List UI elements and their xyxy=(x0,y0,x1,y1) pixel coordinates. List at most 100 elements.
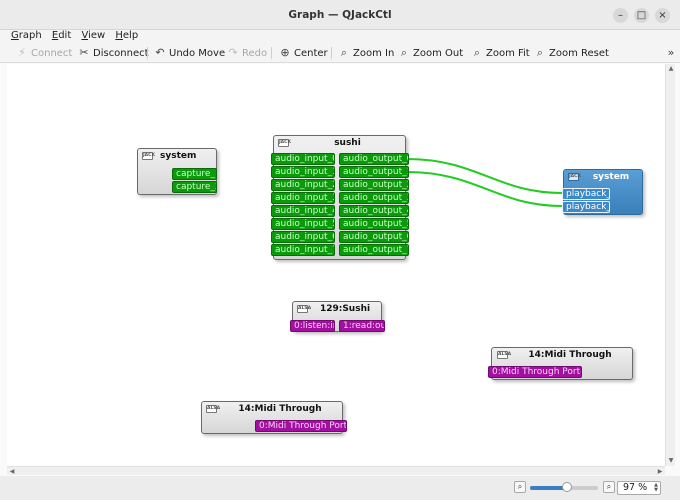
toolbar-overflow-button[interactable]: » xyxy=(665,46,680,60)
port-midi-through-port-0[interactable]: 0:Midi Through Port-0 xyxy=(488,366,582,378)
redo-label: Redo xyxy=(242,47,268,59)
alsa-badge-icon: ALSA xyxy=(297,305,312,313)
node-header: ALSA 14:Midi Through xyxy=(492,348,632,363)
node-header: ALSA 129:Sushi xyxy=(293,302,381,317)
zoom-slider-handle[interactable] xyxy=(562,482,573,492)
port-audio-input[interactable]: audio_input_0 xyxy=(271,153,335,165)
toolbar-separator xyxy=(271,47,272,59)
zoom-reset-label: Zoom Reset xyxy=(549,47,609,59)
port-audio-output[interactable]: audio_output_1 xyxy=(339,166,409,178)
port-audio-input[interactable]: audio_input_2 xyxy=(271,179,335,191)
graph-canvas[interactable]: JACK system capture_1 capture_2 JACK sus… xyxy=(7,64,665,466)
node-system-playback[interactable]: JACK system playback_1 playback_2 xyxy=(562,169,643,215)
zoom-in-button[interactable]: ⌕ Zoom In xyxy=(338,46,394,60)
redo-button[interactable]: ↷ Redo xyxy=(227,46,267,60)
node-sushi[interactable]: JACK sushi audio_input_0 audio_input_1 a… xyxy=(271,135,409,260)
alsa-badge-icon: ALSA xyxy=(206,405,221,413)
zoom-value: 97 % xyxy=(623,482,648,493)
node-system-capture[interactable]: JACK system capture_1 capture_2 xyxy=(137,148,217,195)
jack-badge-icon: JACK xyxy=(568,173,581,181)
window-title: Graph — QJackCtl xyxy=(288,9,392,21)
minimize-icon[interactable]: – xyxy=(613,8,628,23)
port-audio-output[interactable]: audio_output_6 xyxy=(339,231,409,243)
zoom-reset-button[interactable]: ⌕ Zoom Reset xyxy=(534,46,609,60)
undo-move-button[interactable]: ↶ Undo Move xyxy=(154,46,225,60)
zoom-fit-label: Zoom Fit xyxy=(486,47,530,59)
zoom-out-small-icon[interactable]: ⌕ xyxy=(514,481,526,493)
node-title: system xyxy=(160,151,197,161)
port-audio-output[interactable]: audio_output_4 xyxy=(339,205,409,217)
overflow-chevron-icon: » xyxy=(667,46,675,59)
port-capture-2[interactable]: capture_2 xyxy=(172,181,217,193)
port-audio-output[interactable]: audio_output_3 xyxy=(339,192,409,204)
disconnect-icon: ✂ xyxy=(79,46,89,59)
port-audio-output[interactable]: audio_output_5 xyxy=(339,218,409,230)
port-playback-2[interactable]: playback_2 xyxy=(562,201,610,213)
center-icon: ⊕ xyxy=(280,46,290,59)
port-audio-output[interactable]: audio_output_2 xyxy=(339,179,409,191)
toolbar-separator xyxy=(331,47,332,59)
close-icon[interactable]: × xyxy=(655,8,670,23)
port-midi-listen-in[interactable]: 0:listen:in xyxy=(290,320,335,332)
port-audio-input[interactable]: audio_input_1 xyxy=(271,166,335,178)
port-playback-1[interactable]: playback_1 xyxy=(562,188,610,200)
scroll-down-icon[interactable]: ▼ xyxy=(668,457,674,464)
vertical-scrollbar[interactable]: ▲ ▼ xyxy=(665,64,675,466)
jack-badge-icon: JACK xyxy=(278,139,291,147)
menu-graph[interactable]: Graph xyxy=(11,30,42,41)
title-bar[interactable]: Graph — QJackCtl – □ × xyxy=(0,0,680,30)
menu-view[interactable]: View xyxy=(81,30,106,41)
node-header: ALSA 14:Midi Through xyxy=(202,402,342,417)
port-audio-input[interactable]: audio_input_4 xyxy=(271,205,335,217)
connection-layer xyxy=(406,158,563,207)
spin-arrows-icon[interactable]: ▲▼ xyxy=(654,482,658,493)
zoom-slider[interactable] xyxy=(530,482,598,492)
toolbar: ⚡ Connect ✂ Disconnect ↶ Undo Move ↷ Red… xyxy=(0,43,680,63)
node-midi-through-left[interactable]: ALSA 14:Midi Through 0:Midi Through Port… xyxy=(201,401,347,434)
port-audio-input[interactable]: audio_input_3 xyxy=(271,192,335,204)
maximize-icon[interactable]: □ xyxy=(634,8,649,23)
center-button[interactable]: ⊕ Center xyxy=(279,46,328,60)
horizontal-scrollbar[interactable]: ◀ ▶ xyxy=(7,466,665,475)
undo-icon: ↶ xyxy=(155,46,165,59)
connection-output1-playback2[interactable] xyxy=(406,171,563,207)
toolbar-separator xyxy=(147,47,148,59)
port-midi-read-out[interactable]: 1:read:out xyxy=(339,320,385,332)
connection-output0-playback1[interactable] xyxy=(406,158,563,194)
menu-edit[interactable]: Edit xyxy=(51,30,72,41)
node-title: 14:Midi Through xyxy=(238,404,322,414)
node-header: JACK sushi xyxy=(274,136,405,151)
port-audio-input[interactable]: audio_input_7 xyxy=(271,244,335,256)
node-midi-through-right[interactable]: ALSA 14:Midi Through 0:Midi Through Port… xyxy=(488,347,633,380)
alsa-badge-icon: ALSA xyxy=(497,351,512,359)
jack-badge-icon: JACK xyxy=(142,152,155,160)
zoom-reset-icon: ⌕ xyxy=(536,46,544,59)
scroll-right-icon[interactable]: ▶ xyxy=(657,468,663,475)
zoom-fit-icon: ⌕ xyxy=(473,46,481,59)
connect-label: Connect xyxy=(31,47,73,59)
port-midi-through-port-0[interactable]: 0:Midi Through Port-0 xyxy=(255,420,347,432)
zoom-slider-fill xyxy=(530,486,568,490)
port-audio-output[interactable]: audio_output_7 xyxy=(339,244,409,256)
node-midi-sushi[interactable]: ALSA 129:Sushi 0:listen:in 1:read:out xyxy=(290,301,385,332)
zoom-out-icon: ⌕ xyxy=(400,46,408,59)
port-audio-input[interactable]: audio_input_6 xyxy=(271,231,335,243)
status-bar: ⌕ ⌕ 97 % ▲▼ xyxy=(0,476,680,500)
node-title: system xyxy=(592,172,630,182)
zoom-out-button[interactable]: ⌕ Zoom Out xyxy=(398,46,463,60)
node-title: 129:Sushi xyxy=(319,304,371,314)
port-audio-input[interactable]: audio_input_5 xyxy=(271,218,335,230)
zoom-percent-spinbox[interactable]: 97 % ▲▼ xyxy=(617,481,661,495)
connect-icon: ⚡ xyxy=(18,46,26,59)
center-label: Center xyxy=(294,47,328,59)
zoom-fit-button[interactable]: ⌕ Zoom Fit xyxy=(471,46,530,60)
node-header: JACK system xyxy=(138,149,216,164)
connect-button[interactable]: ⚡ Connect xyxy=(16,46,72,60)
port-audio-output[interactable]: audio_output_0 xyxy=(339,153,409,165)
port-capture-1[interactable]: capture_1 xyxy=(172,168,217,180)
disconnect-button[interactable]: ✂ Disconnect xyxy=(78,46,148,60)
scroll-up-icon[interactable]: ▲ xyxy=(668,65,674,72)
zoom-in-small-icon[interactable]: ⌕ xyxy=(603,481,615,493)
scroll-left-icon[interactable]: ◀ xyxy=(9,468,15,475)
menu-help[interactable]: Help xyxy=(115,30,139,41)
